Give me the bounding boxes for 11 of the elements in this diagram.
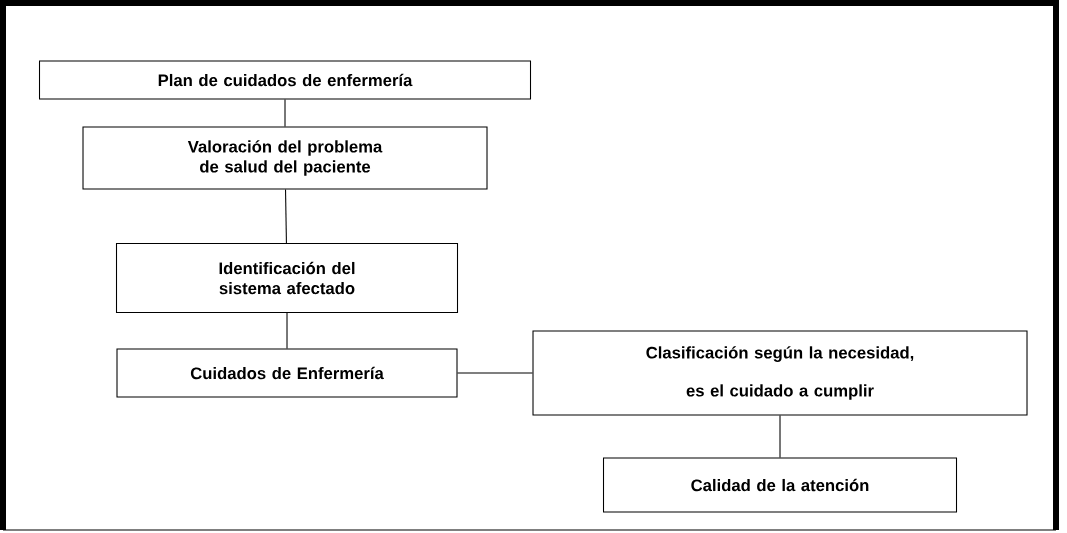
connector-line	[285, 189, 287, 244]
process-box: Plan de cuidados de enfermería	[38, 60, 532, 100]
connector-line	[284, 99, 286, 127]
connector-line	[286, 312, 288, 349]
process-box: Valoración del problema de salud del paciente	[82, 126, 488, 190]
process-box: Identificación del sistema afectado	[115, 242, 459, 314]
process-box: Cuidados de Enfermería	[116, 348, 458, 398]
process-box: Clasificación según la necesidad, es el cuidado a cumplir	[532, 330, 1028, 416]
connector-line	[779, 415, 781, 458]
connector-line	[457, 372, 533, 374]
process-box: Calidad de la atención	[602, 457, 958, 513]
